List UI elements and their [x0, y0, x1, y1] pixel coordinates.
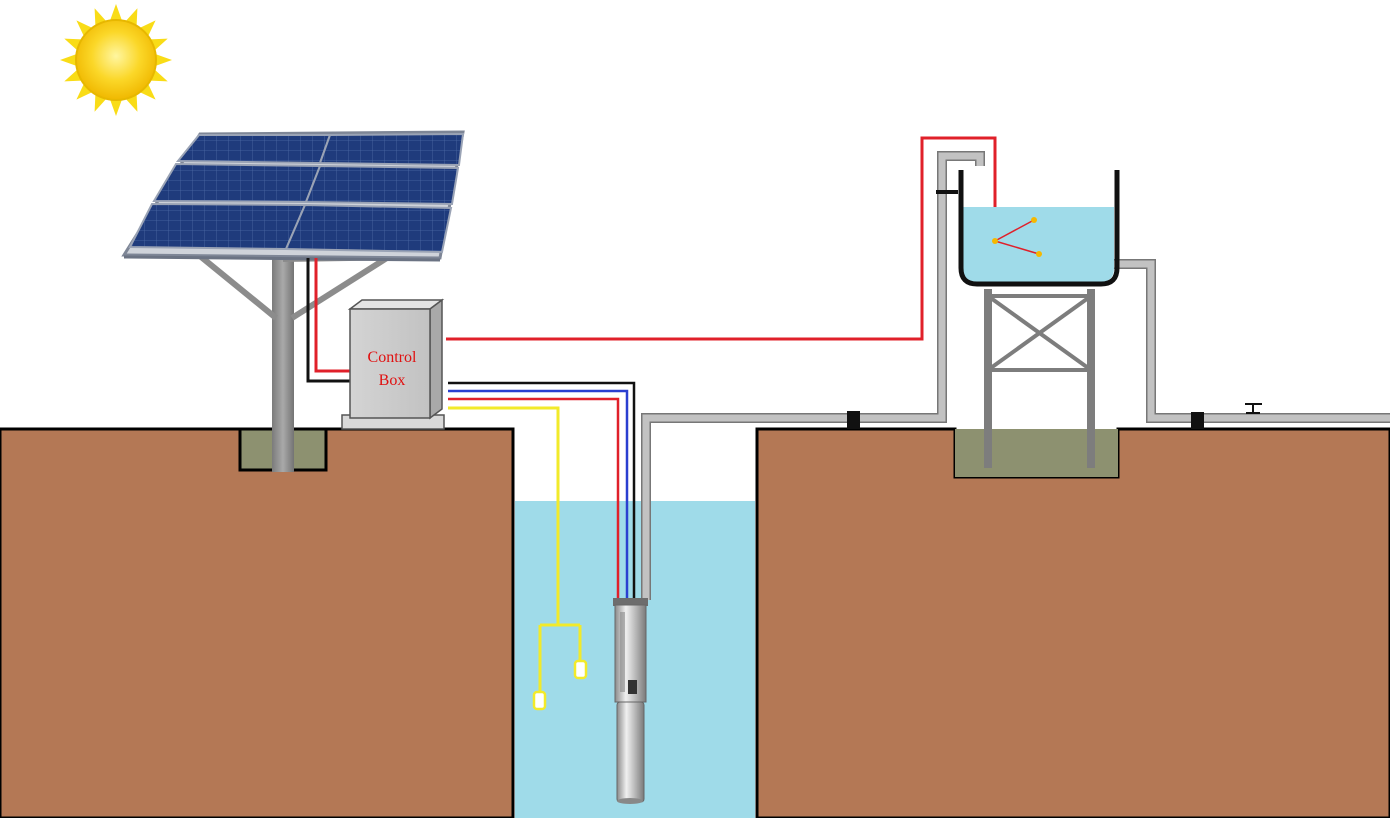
tank-tower: [984, 289, 1095, 468]
control-box-label-line1: Control: [368, 349, 417, 366]
faucet-icon: [1245, 403, 1262, 414]
float-switch-icon: [573, 659, 588, 680]
float-switch-icon: [532, 690, 547, 711]
sun-ray: [110, 4, 122, 21]
sun-ray: [76, 83, 93, 100]
sun-ray: [76, 20, 93, 37]
pipe-valve-2: [1191, 412, 1204, 429]
tank-sensor-wire: [446, 136, 997, 341]
water-tank: [936, 170, 1120, 287]
control-box-label-line2: Box: [379, 372, 406, 389]
panel-wires: [306, 258, 352, 383]
sun-ray: [60, 54, 77, 66]
sun-ray: [155, 54, 172, 66]
tank-level-sensor: [992, 217, 1042, 257]
sun-ray: [139, 20, 156, 37]
solar-panel-array: [121, 130, 465, 262]
sun-ray: [110, 99, 122, 116]
submersible-pump-icon: [613, 598, 648, 804]
outlet-pipe: [1113, 259, 1390, 423]
sun-ray: [139, 83, 156, 100]
pipe-valve-1: [847, 411, 860, 429]
sun-icon: [60, 4, 172, 116]
delivery-pipe: [641, 151, 985, 600]
control-box: Control Box: [341, 298, 445, 430]
float-switch-cable: [448, 406, 582, 692]
pump-cables: [448, 381, 636, 598]
